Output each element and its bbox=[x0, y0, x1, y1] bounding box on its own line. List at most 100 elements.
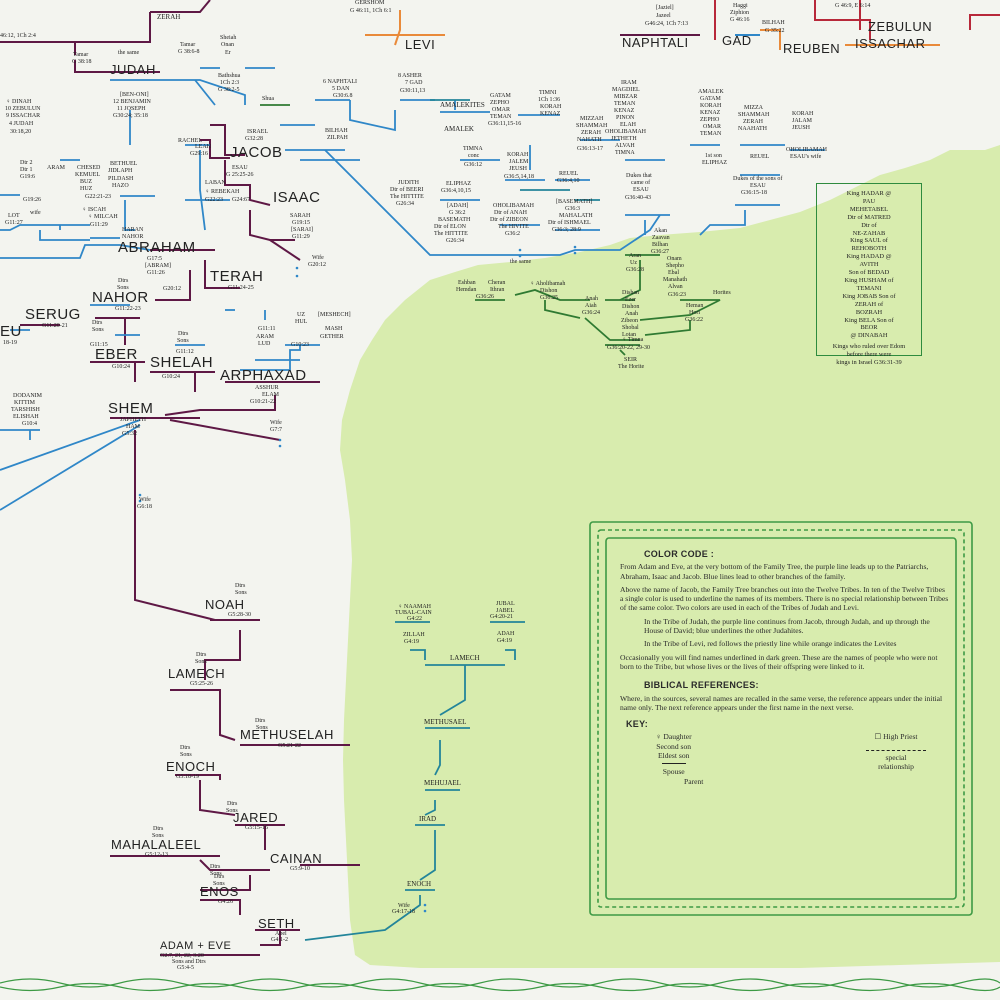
noah-ref: G5:28-30 bbox=[228, 612, 251, 618]
reuel-label: REUEL bbox=[559, 171, 579, 177]
er-label: Er bbox=[225, 50, 231, 56]
serug-ref: G11:20-21 bbox=[42, 323, 68, 329]
shammah2-label: SHAMMAH bbox=[738, 112, 770, 118]
kings-line: King BELA Son of bbox=[844, 316, 894, 324]
heman-label: Heman bbox=[686, 303, 704, 309]
shua-label: Shua bbox=[262, 96, 274, 102]
shem-wife-label: Wife bbox=[270, 420, 282, 426]
anah2-label: Anah bbox=[625, 311, 638, 317]
enoch-dtrs: Dtrs bbox=[180, 745, 191, 751]
enoch-sons: Sons bbox=[180, 752, 192, 758]
same-esau-label: the same bbox=[510, 259, 532, 265]
arphaxad-name: ARPHAXAD bbox=[220, 367, 307, 384]
abraham-name: ABRAHAM bbox=[118, 239, 196, 256]
horites-ref1: G36:27 bbox=[651, 249, 669, 255]
zillah-ref: G4:19 bbox=[404, 639, 419, 645]
kings-of-edom-box: King HADAR @ PAU MEHETABEL Dtr of MATRED… bbox=[816, 183, 922, 366]
enoch-ref: G5:18-19 bbox=[176, 774, 199, 780]
reuel-ref: G36:4,10 bbox=[557, 178, 580, 184]
adam-extra-2: G5:4-5 bbox=[177, 965, 194, 971]
kings-line: King HUSHAM of bbox=[844, 276, 894, 284]
meshech-label: [MESHECH] bbox=[318, 312, 351, 318]
son-asher: 8 ASHER bbox=[398, 73, 422, 79]
kings-line: King HADAR @ bbox=[846, 190, 892, 197]
mehujael-label: MEHUJAEL bbox=[424, 779, 461, 787]
japheth-label: JAPHETH bbox=[120, 417, 147, 423]
nahor-name: NAHOR bbox=[92, 289, 149, 306]
milcah-ref: G11:29 bbox=[90, 222, 108, 228]
blue-lines bbox=[0, 67, 825, 511]
eber-name: EBER bbox=[95, 346, 138, 363]
tamar2-label: Tamar bbox=[180, 42, 196, 48]
shelah-ref: G10:24 bbox=[162, 374, 180, 380]
came-of-label: came of bbox=[631, 180, 651, 186]
alvah-label: ALVAH bbox=[615, 143, 635, 149]
mizza-label: MIZZA bbox=[744, 105, 763, 111]
esau-dukes-label: ESAU bbox=[633, 187, 649, 193]
mahalath-label: MAHALATH bbox=[559, 213, 593, 219]
reu-name: EU bbox=[0, 323, 22, 340]
nahor-ref2: G11:22-23 bbox=[115, 306, 141, 312]
jalam-label: JALAM bbox=[792, 118, 813, 124]
serug-name: SERUG bbox=[25, 306, 81, 323]
terah-ref: G11:24-25 bbox=[228, 285, 254, 291]
key-title: KEY: bbox=[626, 719, 649, 730]
cain-wife-ref: G4:17-18 bbox=[392, 909, 415, 915]
methuselah-dtrs: Dtrs bbox=[255, 718, 266, 724]
seth-ref: G4:1-2 bbox=[271, 937, 288, 943]
hemdan-label: Hemdan bbox=[456, 287, 477, 293]
gatam2-label: GATAM bbox=[700, 96, 721, 102]
son-judah: 4 JUDAH bbox=[9, 121, 34, 127]
jidlaph-label: JIDLAPH bbox=[108, 168, 133, 174]
kings-line: King SAUL of bbox=[850, 237, 888, 245]
adah-cain-label: ADAH bbox=[497, 631, 515, 637]
esau-ref10: G36:15-18 bbox=[741, 190, 767, 196]
shem-wife-ref: G7:7 bbox=[270, 427, 282, 433]
kings-line: King JOBAB Son of bbox=[842, 292, 896, 300]
tribe-reuben: REUBEN bbox=[783, 41, 841, 56]
jared-sons: Sons bbox=[226, 808, 238, 814]
enos-sons: Sons bbox=[213, 881, 225, 887]
shelah-name: SHELAH bbox=[150, 354, 214, 371]
esau-ref3: G36:12 bbox=[464, 162, 482, 168]
key-leaf-border bbox=[589, 521, 973, 916]
nahor-small-label: NAHOR bbox=[122, 234, 144, 240]
zepho2-label: ZEPHO bbox=[700, 117, 720, 123]
cainan-sons: Sons bbox=[210, 871, 222, 877]
iram-label: IRAM bbox=[621, 80, 637, 86]
tubalcain-label: TUBAL-CAIN bbox=[395, 610, 432, 616]
pildash-label: PILDASH bbox=[108, 176, 134, 182]
basemath-label: BASEMATH bbox=[438, 217, 471, 223]
korah-label: KORAH bbox=[540, 104, 562, 110]
lamech-sons: Sons bbox=[195, 659, 207, 665]
enos-dtrs: Dtrs bbox=[214, 874, 225, 880]
key-panel: COLOR CODE : From Adam and Eve, at the v… bbox=[620, 549, 950, 890]
horites-ref2: G36:28 bbox=[626, 267, 644, 273]
ref4-label: G11:12 bbox=[176, 349, 194, 355]
wife-ref: G20:12 bbox=[308, 262, 326, 268]
sarai-ref: G11:29 bbox=[292, 234, 310, 240]
enos-ref: G4:26 bbox=[218, 899, 233, 905]
timna-label: TIMNA bbox=[463, 146, 483, 152]
bottom-leaf-border bbox=[0, 978, 1000, 992]
rachel-label: RACHEL bbox=[178, 138, 202, 144]
judith-hittite: The HITTITE bbox=[390, 194, 424, 200]
son-dan: 5 DAN bbox=[332, 86, 350, 92]
korah2-label: KORAH bbox=[507, 152, 529, 158]
shobal-label: Shobal bbox=[622, 325, 639, 331]
noah-wife-label: Wife bbox=[139, 497, 151, 503]
purple-lines bbox=[0, 0, 360, 956]
tamar-ref: G 38:18 bbox=[72, 59, 92, 65]
judith-dtr: Dtr of BEERI bbox=[390, 187, 424, 193]
bathshua-ref: 1Ch 2:3 bbox=[220, 80, 240, 86]
iscah-label: ♀ ISCAH bbox=[82, 207, 107, 213]
eber-ref: G10:24 bbox=[112, 364, 130, 370]
horites-ref3: G36:26 bbox=[476, 294, 494, 300]
son-benoni: [BEN-ONI] bbox=[120, 92, 149, 98]
ref5-label: G11:11 bbox=[258, 326, 276, 332]
horite-label: The Horite bbox=[618, 364, 645, 370]
sons-label: Sons bbox=[117, 285, 129, 291]
nahor-ref: G20:12 bbox=[163, 286, 181, 292]
esau-ref: G 25:25-26 bbox=[226, 172, 254, 178]
horites-ref5: G36:24 bbox=[582, 310, 600, 316]
